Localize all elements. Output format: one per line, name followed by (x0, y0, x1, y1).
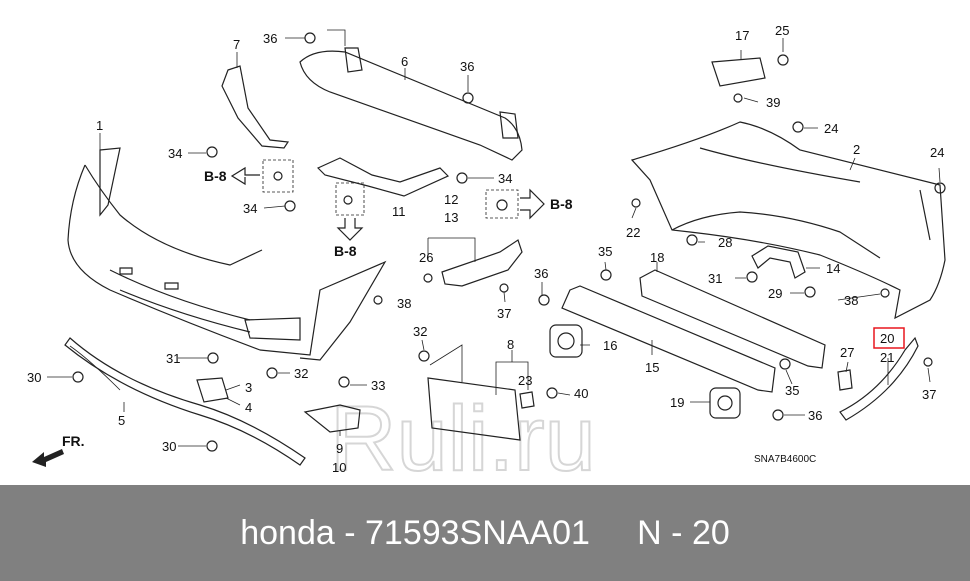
part-label-21: 21 (880, 350, 894, 365)
part-label-36c: 36 (534, 266, 548, 281)
part-label-31b: 31 (708, 271, 722, 286)
part-label-35a: 35 (598, 244, 612, 259)
part-label-36b: 36 (460, 59, 474, 74)
part-label-2: 2 (853, 142, 860, 157)
mount-19 (709, 387, 741, 419)
front-mount-bracket (316, 157, 450, 197)
part-label-34c: 34 (498, 171, 512, 186)
ref-arrow-right (520, 188, 545, 220)
highlight-box-20 (873, 327, 905, 349)
part-label-11: 11 (392, 204, 406, 219)
part-label-25: 25 (775, 23, 789, 38)
part-label-23: 23 (518, 373, 532, 388)
part-label-36a: 36 (263, 31, 277, 46)
part-label-17: 17 (735, 28, 749, 43)
part-label-12: 12 (444, 192, 458, 207)
part-label-30a: 30 (27, 370, 41, 385)
part-label-40: 40 (574, 386, 588, 401)
rear-bumper-beam (561, 285, 776, 393)
part-label-4: 4 (245, 400, 252, 415)
part-label-16: 16 (603, 338, 617, 353)
part-label-38b: 38 (844, 293, 858, 308)
footer-bar: honda - 71593SNAA01 N - 20 (0, 485, 970, 581)
part-numbers: 1 2 3 4 5 6 7 8 9 10 11 12 13 14 15 16 1… (27, 23, 944, 475)
rear-garnish-21 (839, 336, 919, 421)
part-label-9: 9 (336, 441, 343, 456)
diagram-svg: Ruli.ru (27, 23, 946, 491)
part-label-34a: 34 (168, 146, 182, 161)
part-number-caption: honda - 71593SNAA01 N - 20 (240, 514, 730, 552)
ref-label-left: B-8 (204, 168, 227, 184)
part-label-14: 14 (826, 261, 840, 276)
part-label-26: 26 (419, 250, 433, 265)
part-label-38a: 38 (397, 296, 411, 311)
rear-bracket-14 (751, 245, 806, 279)
part-label-13: 13 (444, 210, 458, 225)
part-label-32a: 32 (294, 366, 308, 381)
part-label-31a: 31 (166, 351, 180, 366)
side-spacer-13 (441, 239, 523, 287)
parts-diagram: Ruli.ru (27, 23, 946, 491)
part-label-18: 18 (650, 250, 664, 265)
part-label-8: 8 (507, 337, 514, 352)
part-label-5: 5 (118, 413, 125, 428)
front-bumper-beam (299, 47, 523, 161)
rear-bumper-cover (630, 121, 946, 320)
front-label: FR. (62, 433, 85, 449)
watermark: Ruli.ru (330, 388, 596, 485)
front-bumper-cover (67, 147, 387, 361)
front-lower-spoiler (64, 337, 306, 466)
front-direction-arrow (32, 449, 64, 467)
part-label-22: 22 (626, 225, 640, 240)
foglight-housing (196, 377, 229, 403)
part-label-24a: 24 (824, 121, 838, 136)
part-label-24b: 24 (930, 145, 944, 160)
clip-23 (519, 391, 535, 409)
part-label-33: 33 (371, 378, 385, 393)
detail-box-left (262, 159, 294, 193)
ref-label-down: B-8 (334, 243, 357, 259)
ref-arrow-down (336, 218, 364, 241)
diagram-code: SNA7B4600C (754, 454, 816, 465)
part-label-32b: 32 (413, 324, 427, 339)
mount-16 (549, 324, 583, 358)
part-label-39: 39 (766, 95, 780, 110)
ref-label-right: B-8 (550, 196, 573, 212)
part-label-35b: 35 (785, 383, 799, 398)
part-label-28: 28 (718, 235, 732, 250)
part-label-19: 19 (670, 395, 684, 410)
part-label-20: 20 (880, 331, 894, 346)
part-label-3: 3 (245, 380, 252, 395)
bracket-27 (837, 369, 853, 391)
bracket-9 (303, 404, 361, 433)
part-label-37a: 37 (497, 306, 511, 321)
part-label-30b: 30 (162, 439, 176, 454)
part-label-34b: 34 (243, 201, 257, 216)
detail-box-down (335, 182, 365, 216)
part-label-1: 1 (96, 118, 103, 133)
part-label-27: 27 (840, 345, 854, 360)
leader-lines (47, 29, 941, 447)
license-plate-base (427, 377, 521, 441)
part-label-15: 15 (645, 360, 659, 375)
part-label-7: 7 (233, 37, 240, 52)
ref-arrow-left (230, 166, 260, 186)
front-bracket-7 (221, 65, 290, 149)
part-label-36d: 36 (808, 408, 822, 423)
rear-beam-upper (639, 269, 826, 369)
part-label-10: 10 (332, 460, 346, 475)
part-label-6: 6 (401, 54, 408, 69)
part-label-29: 29 (768, 286, 782, 301)
rear-bracket-17 (711, 57, 766, 87)
part-label-37b: 37 (922, 387, 936, 402)
detail-box-right (485, 189, 519, 219)
